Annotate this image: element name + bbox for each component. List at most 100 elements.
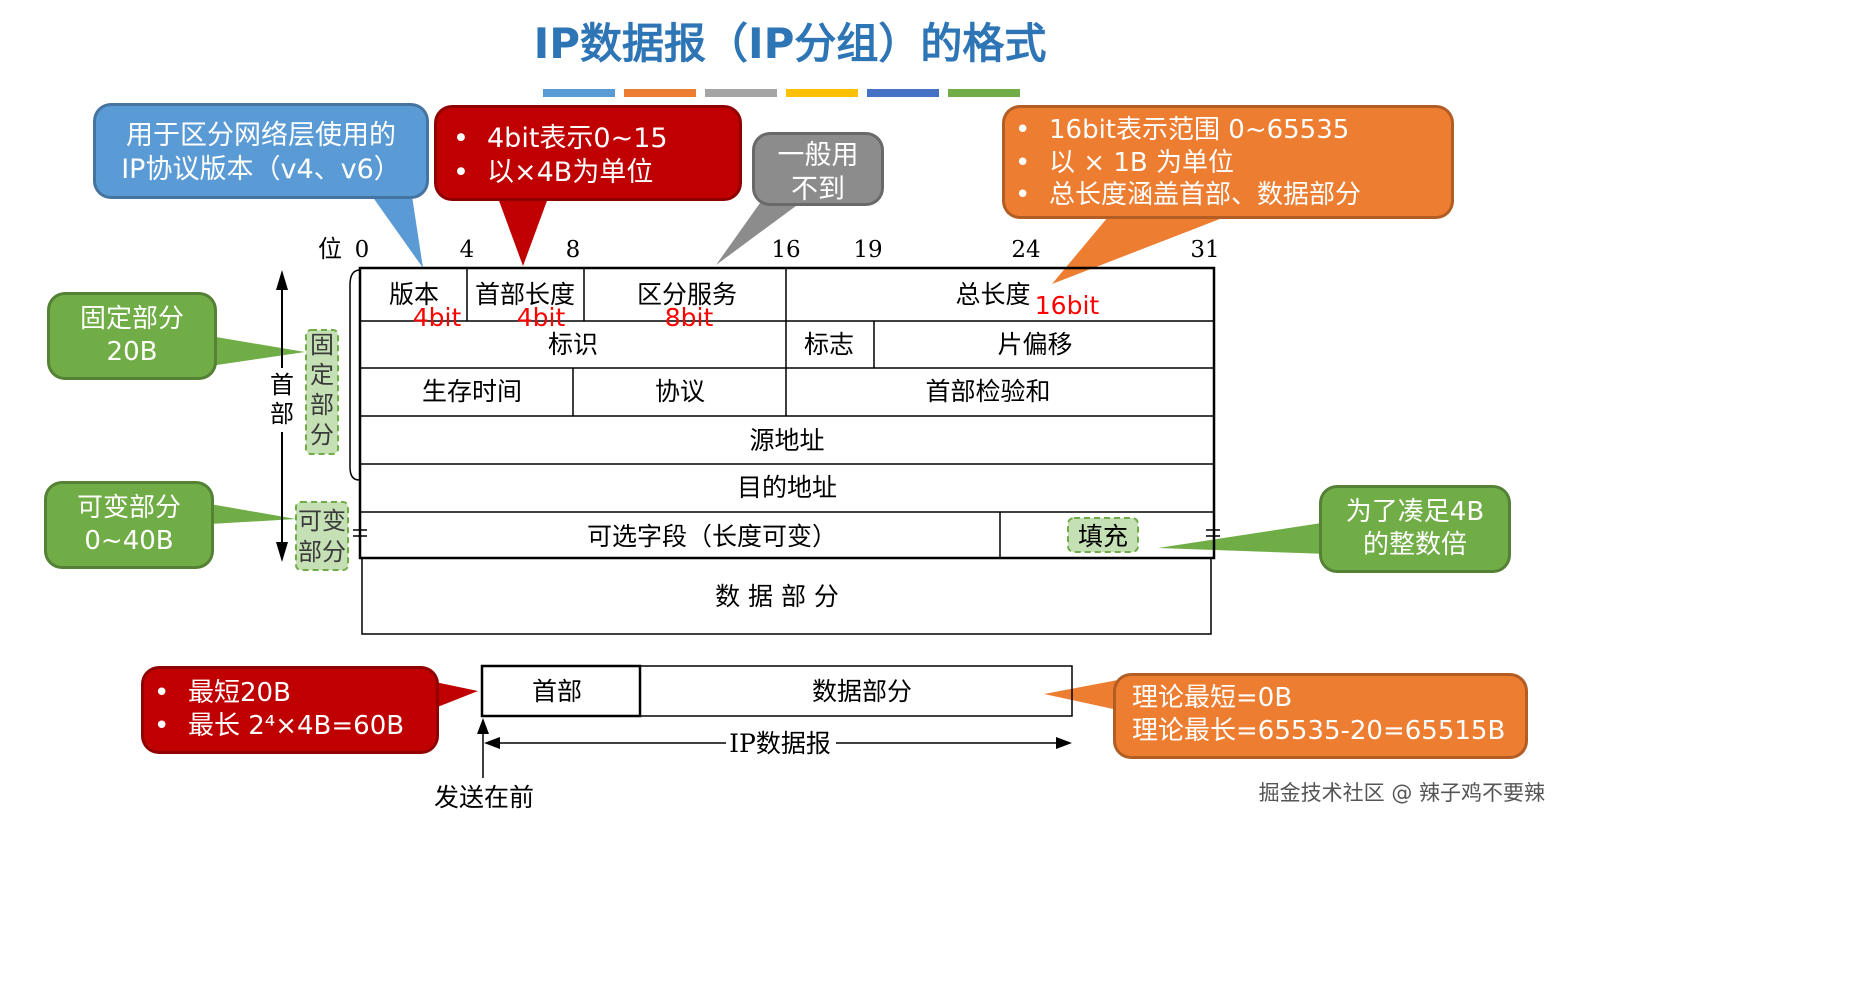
field-options: 可选字段（长度可变）	[587, 522, 837, 551]
bit-tick-0: 0	[355, 237, 370, 263]
header-length-callout-tail	[498, 198, 548, 266]
source-watermark: 掘金技术社区 @ 辣子鸡不要辣	[1259, 781, 1545, 805]
total-length-callout: 16bit表示范围 0~65535 以 × 1B 为单位 总长度涵盖首部、数据部…	[1002, 105, 1454, 219]
header-length-callout-list: 4bit表示0~15 以×4B为单位	[447, 122, 739, 190]
field-header-length: 首部长度	[475, 280, 575, 309]
datagram-arrow-head-left	[484, 737, 500, 749]
send-first-label: 发送在前	[434, 783, 534, 812]
callout-tails	[210, 196, 1328, 710]
packet-header-box	[480, 664, 642, 718]
page-title: IP数据报（IP分组）的格式	[534, 19, 1047, 68]
bit-tick-8: 8	[566, 237, 581, 263]
color-bar	[543, 89, 1020, 97]
field-labels: 版本 首部长度 区分服务 总长度 标识 标志 片偏移 生存时间 协议 首部检验和…	[389, 280, 1128, 611]
field-padding: 填充	[1078, 522, 1128, 551]
diff-service-callout-tail	[716, 203, 800, 265]
break-mark-right	[1206, 529, 1220, 537]
datagram-length-arrow	[484, 737, 1072, 749]
fixed-part-callout: 固定部分 20B	[47, 292, 217, 380]
theory-callout-line-2: 理论最长=65535-20=65515B	[1132, 715, 1506, 746]
bit-axis-label: 位	[318, 235, 342, 263]
send-first-arrow	[477, 718, 489, 778]
field-diff-service: 区分服务	[637, 280, 737, 309]
field-identification: 标识	[548, 330, 598, 359]
header-size-callout-list: 最短20B 最长 2⁴×4B=60B	[148, 677, 436, 742]
bitsize-header-length: 4bit	[517, 303, 566, 332]
variable-part-callout: 可变部分 0~40B	[44, 481, 214, 569]
header-arrow-head-down	[276, 542, 288, 562]
version-callout-line-2: IP协议版本（v4、v6）	[121, 153, 401, 185]
bitsize-diff-service: 8bit	[665, 303, 714, 332]
bit-tick-31: 31	[1190, 237, 1219, 263]
variable-part-label-box	[295, 501, 349, 571]
packet-header-label: 首部	[532, 677, 582, 706]
total-length-callout-item: 总长度涵盖首部、数据部分	[1009, 179, 1451, 212]
fixed-part-callout-line-1: 固定部分	[79, 304, 184, 334]
fixed-part-char: 分	[310, 421, 334, 449]
header-length-callout-item: 以×4B为单位	[447, 156, 739, 190]
header-size-callout-item: 最长 2⁴×4B=60B	[148, 710, 436, 743]
theory-callout-line-1: 理论最短=0B	[1132, 683, 1293, 713]
fixed-callout-tail	[210, 336, 305, 366]
header-table	[353, 266, 1220, 635]
padding-callout: 为了凑足4B 的整数倍	[1319, 485, 1511, 573]
header-arrow-head-up	[276, 270, 288, 290]
field-total-length: 总长度	[955, 280, 1030, 309]
field-data: 数 据 部 分	[715, 582, 839, 611]
color-bar-segment	[705, 89, 777, 97]
diff-service-callout-line-2: 不到	[791, 173, 845, 205]
bitsize-version: 4bit	[413, 303, 462, 332]
padding-callout-line-2: 的整数倍	[1362, 529, 1467, 560]
color-bar-segment	[624, 89, 696, 97]
color-bar-segment	[786, 89, 858, 97]
break-mark-left	[353, 529, 367, 537]
version-callout-tail	[372, 196, 423, 268]
datagram-arrow-head-right	[1056, 737, 1072, 749]
field-dest-address: 目的地址	[737, 473, 837, 502]
bitsize-total-length: 16bit	[1035, 291, 1100, 320]
field-version: 版本	[389, 280, 439, 309]
bit-tick-16: 16	[771, 237, 800, 263]
bit-axis: 位 0 4 8 16 19 24 31	[318, 235, 1220, 263]
header-table-border	[358, 266, 1216, 560]
header-size-callout: 最短20B 最长 2⁴×4B=60B	[141, 666, 439, 754]
data-section-border	[361, 558, 1212, 635]
fixed-part-brace	[349, 269, 361, 481]
variable-part-callout-line-2: 0~40B	[84, 525, 174, 556]
header-size-callout-tail	[435, 682, 478, 708]
total-length-callout-item: 以 × 1B 为单位	[1009, 147, 1451, 180]
fixed-part-label: 固 定 部 分	[310, 331, 334, 449]
total-length-callout-list: 16bit表示范围 0~65535 以 × 1B 为单位 总长度涵盖首部、数据部…	[1009, 114, 1451, 212]
fixed-part-char: 部	[310, 391, 334, 419]
header-label-2: 部	[270, 400, 294, 428]
version-callout-line-1: 用于区分网络层使用的	[126, 120, 396, 151]
diff-service-callout-line-1: 一般用	[777, 140, 859, 171]
send-first-arrow-head	[477, 718, 489, 734]
color-bar-segment	[948, 89, 1020, 97]
color-bar-segment	[867, 89, 939, 97]
field-protocol: 协议	[655, 377, 705, 406]
header-length-callout: 4bit表示0~15 以×4B为单位	[434, 105, 742, 201]
variable-callout-tail	[210, 504, 296, 524]
fixed-part-char: 固	[310, 331, 334, 359]
packet-diagram	[480, 664, 1073, 718]
padding-callout-tail	[1158, 522, 1328, 554]
field-fragment-offset: 片偏移	[997, 330, 1072, 359]
bit-tick-4: 4	[460, 237, 475, 263]
theory-callout: 理论最短=0B 理论最长=65535-20=65515B	[1113, 673, 1528, 759]
header-length-callout-item: 4bit表示0~15	[447, 122, 739, 156]
variable-part-callout-line-1: 可变部分	[76, 493, 181, 523]
padding-highlight	[1067, 517, 1139, 553]
field-ttl: 生存时间	[422, 377, 522, 406]
color-bar-segment	[543, 89, 615, 97]
field-flags: 标志	[804, 330, 854, 359]
version-callout: 用于区分网络层使用的 IP协议版本（v4、v6）	[93, 103, 429, 199]
padding-callout-line-1: 为了凑足4B	[1345, 497, 1485, 527]
header-label-bg	[268, 368, 296, 432]
header-size-callout-item: 最短20B	[148, 677, 436, 710]
theory-callout-tail	[1044, 680, 1118, 710]
diff-service-callout: 一般用 不到	[752, 132, 884, 206]
field-checksum: 首部检验和	[925, 377, 1050, 406]
bit-tick-19: 19	[853, 237, 882, 263]
